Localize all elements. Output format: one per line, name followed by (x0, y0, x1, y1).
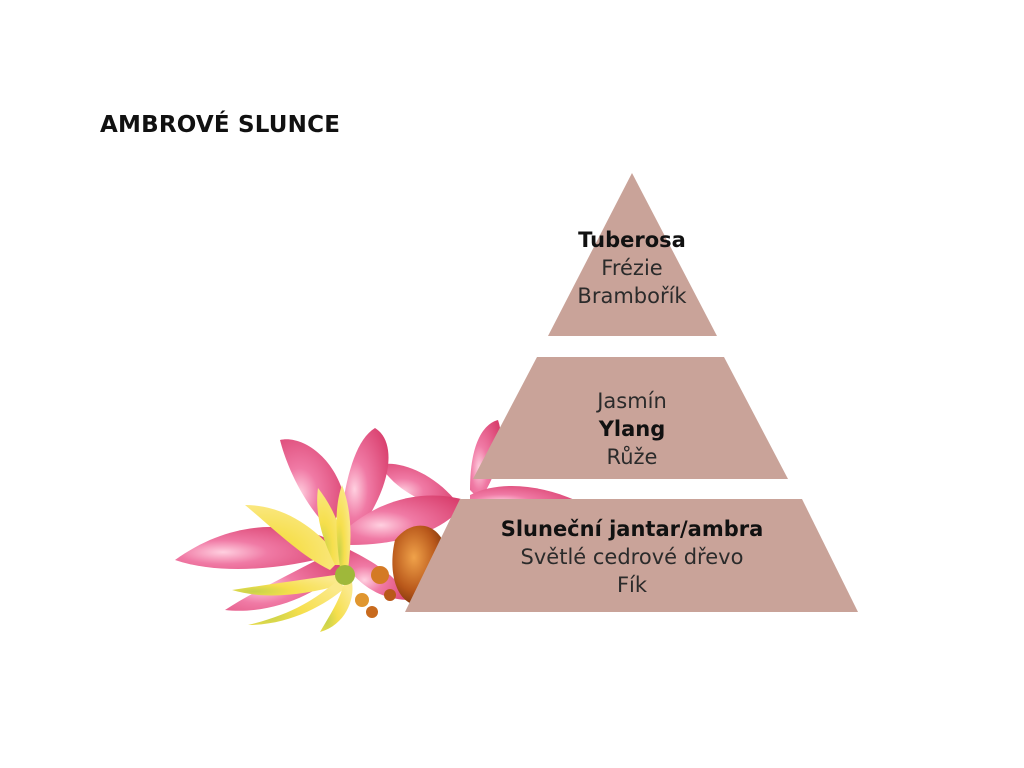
amber-bead (384, 589, 396, 601)
middle-notes: Jasmín Ylang Růže (532, 387, 732, 471)
note-fik: Fík (616, 573, 648, 597)
note-cedrove-drevo: Světlé cedrové dřevo (520, 545, 744, 569)
pyramid-base-tier (405, 499, 858, 612)
note-jasmin: Jasmín (597, 389, 667, 413)
pink-petal (340, 428, 389, 530)
note-frezie: Frézie (601, 256, 663, 280)
note-bramborik: Brambořík (577, 284, 687, 308)
ylang-petal (248, 580, 345, 625)
note-ruze: Růže (606, 445, 658, 469)
amber-bead (371, 566, 389, 584)
pink-petal (345, 495, 465, 545)
ylang-center (335, 565, 355, 585)
pyramid-middle-tier (473, 357, 788, 479)
note-slunecni-jantar: Sluneční jantar/ambra (500, 517, 764, 541)
ylang-petal (336, 485, 351, 570)
pyramid-top-tier (548, 173, 717, 336)
note-tuberosa: Tuberosa (578, 228, 686, 252)
amber-bead (366, 606, 378, 618)
ylang-petal (232, 575, 340, 596)
top-notes: Tuberosa Frézie Brambořík (532, 226, 732, 310)
amber-bead (355, 593, 369, 607)
ylang-petal (245, 505, 340, 570)
note-ylang: Ylang (598, 417, 666, 441)
pink-petal (225, 550, 345, 611)
diagram-title: AMBROVÉ SLUNCE (100, 112, 341, 138)
base-notes: Sluneční jantar/ambra Světlé cedrové dře… (452, 515, 812, 599)
ylang-petal (320, 580, 353, 632)
